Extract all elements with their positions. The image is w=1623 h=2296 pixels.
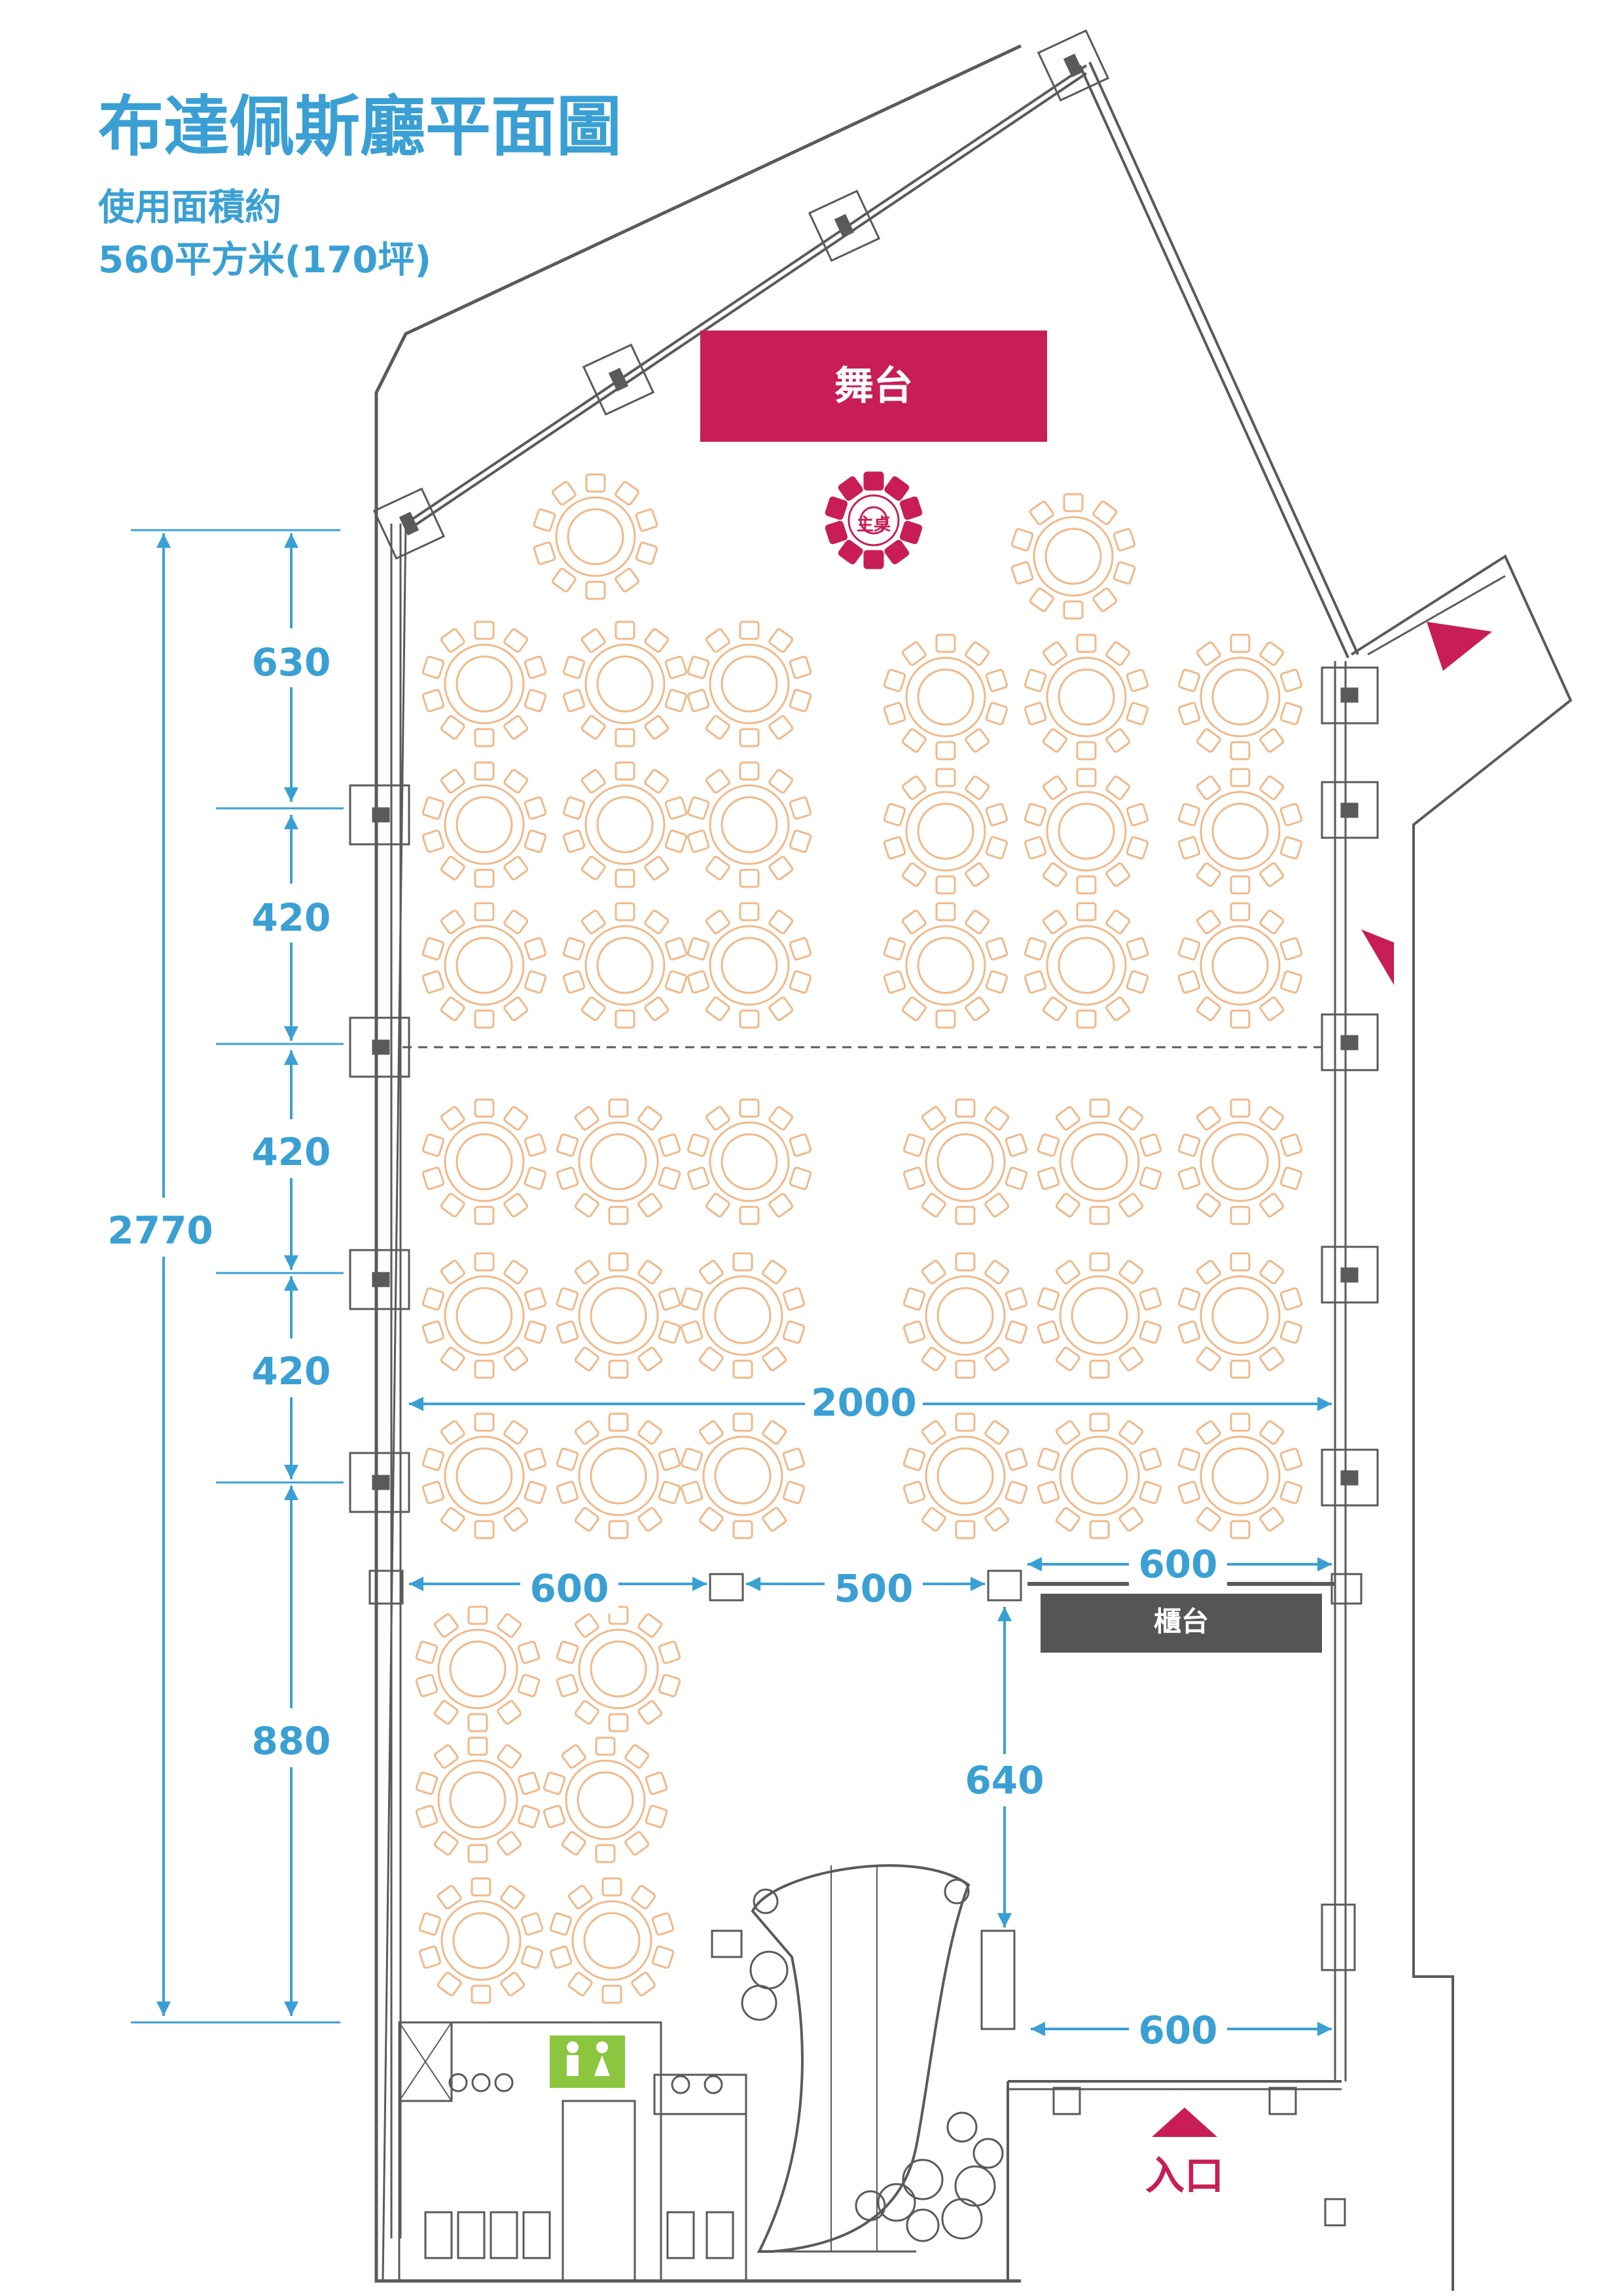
dim-600-entrance: 600: [1138, 2008, 1217, 2053]
stage-label: 舞台: [834, 363, 913, 409]
banquet-table: [687, 620, 812, 747]
stage: [700, 331, 1047, 442]
banquet-table: [421, 1098, 547, 1225]
dim-640: 640: [965, 1758, 1044, 1803]
banquet-table: [883, 902, 1008, 1029]
counter-label: 櫃台: [1154, 1605, 1209, 1638]
banquet-table: [421, 761, 547, 888]
banquet-table: [421, 620, 547, 747]
page-title: 布達佩斯廳平面圖: [98, 88, 622, 165]
entrance-label: 入口: [1145, 2153, 1224, 2199]
area-label: 使用面積約: [98, 187, 281, 229]
banquet-table: [1177, 1252, 1303, 1379]
banquet-table: [687, 761, 812, 888]
main-table-label: 主桌: [857, 515, 891, 535]
dim-420-b: 420: [251, 1130, 330, 1174]
side-entrance-arrow-icon: [1427, 622, 1492, 671]
building-walls: [374, 44, 1573, 2291]
banquet-table: [549, 1877, 675, 2004]
banquet-table: [415, 1736, 541, 1863]
banquet-table: [421, 1412, 547, 1539]
banquet-table: [1037, 1252, 1162, 1379]
banquet-table: [902, 1412, 1028, 1539]
banquet-table: [533, 473, 658, 600]
dim-420-c: 420: [251, 1349, 330, 1393]
plants-icon: [741, 1950, 1004, 2242]
banquet-table: [1010, 493, 1136, 620]
banquet-table: [418, 1877, 544, 2004]
banquet-table: [1177, 1098, 1303, 1225]
banquet-table: [543, 1736, 668, 1863]
banquet-table: [556, 1605, 681, 1732]
pillars: [349, 29, 1379, 2227]
banquet-table: [687, 1098, 812, 1225]
inner-wall-left: [382, 523, 407, 2282]
banquet-table: [1177, 902, 1303, 1029]
banquet-table: [902, 1252, 1028, 1379]
banquet-table: [1177, 768, 1303, 895]
banquet-table: [680, 1252, 806, 1379]
banquet-table: [687, 902, 812, 1029]
banquet-table: [421, 902, 547, 1029]
restroom-icon: [567, 2041, 610, 2076]
spiral-staircase: [751, 1864, 971, 2253]
dim-880: 880: [251, 1719, 330, 1763]
banquet-table: [556, 1252, 681, 1379]
banquet-table: [562, 761, 688, 888]
banquet-table: [1177, 634, 1303, 761]
main-table-shape: [825, 471, 923, 569]
banquet-table: [556, 1098, 681, 1225]
banquet-tables: [415, 473, 1303, 2004]
banquet-table: [1024, 902, 1149, 1029]
main-table: [825, 471, 923, 569]
area-value: 560平方米(170坪): [98, 239, 431, 281]
dim-600-right: 600: [1138, 1542, 1217, 1587]
dimension-labels: 630 420 420 420 880 2770 2000 600 500 60…: [105, 628, 1227, 2055]
banquet-table: [883, 634, 1008, 761]
banquet-table: [421, 1252, 547, 1379]
dim-420-a: 420: [251, 895, 330, 940]
banquet-table: [1037, 1412, 1162, 1539]
diagonal-wall-right: [1079, 65, 1349, 658]
banquet-table: [1024, 768, 1149, 895]
banquet-table: [680, 1412, 806, 1539]
banquet-table: [1177, 1412, 1303, 1539]
banquet-table: [902, 1098, 1028, 1225]
dim-500: 500: [834, 1566, 913, 1611]
banquet-table: [1037, 1098, 1162, 1225]
restroom-sign: [550, 2036, 625, 2088]
banquet-table: [556, 1412, 681, 1539]
banquet-table: [883, 768, 1008, 895]
dim-2770: 2770: [107, 1208, 213, 1253]
dim-630: 630: [251, 640, 330, 685]
diagonal-wall-front: [404, 64, 1088, 525]
dim-2000: 2000: [811, 1380, 916, 1425]
banquet-table: [562, 620, 688, 747]
entrance-arrow-icon: [1152, 2108, 1217, 2137]
dim-600-left: 600: [529, 1566, 609, 1611]
reception-counter: [1041, 1594, 1322, 1653]
banquet-table: [1024, 634, 1149, 761]
side-door-arrow-icon: [1361, 929, 1394, 985]
banquet-table: [562, 902, 688, 1029]
banquet-table: [415, 1605, 541, 1732]
